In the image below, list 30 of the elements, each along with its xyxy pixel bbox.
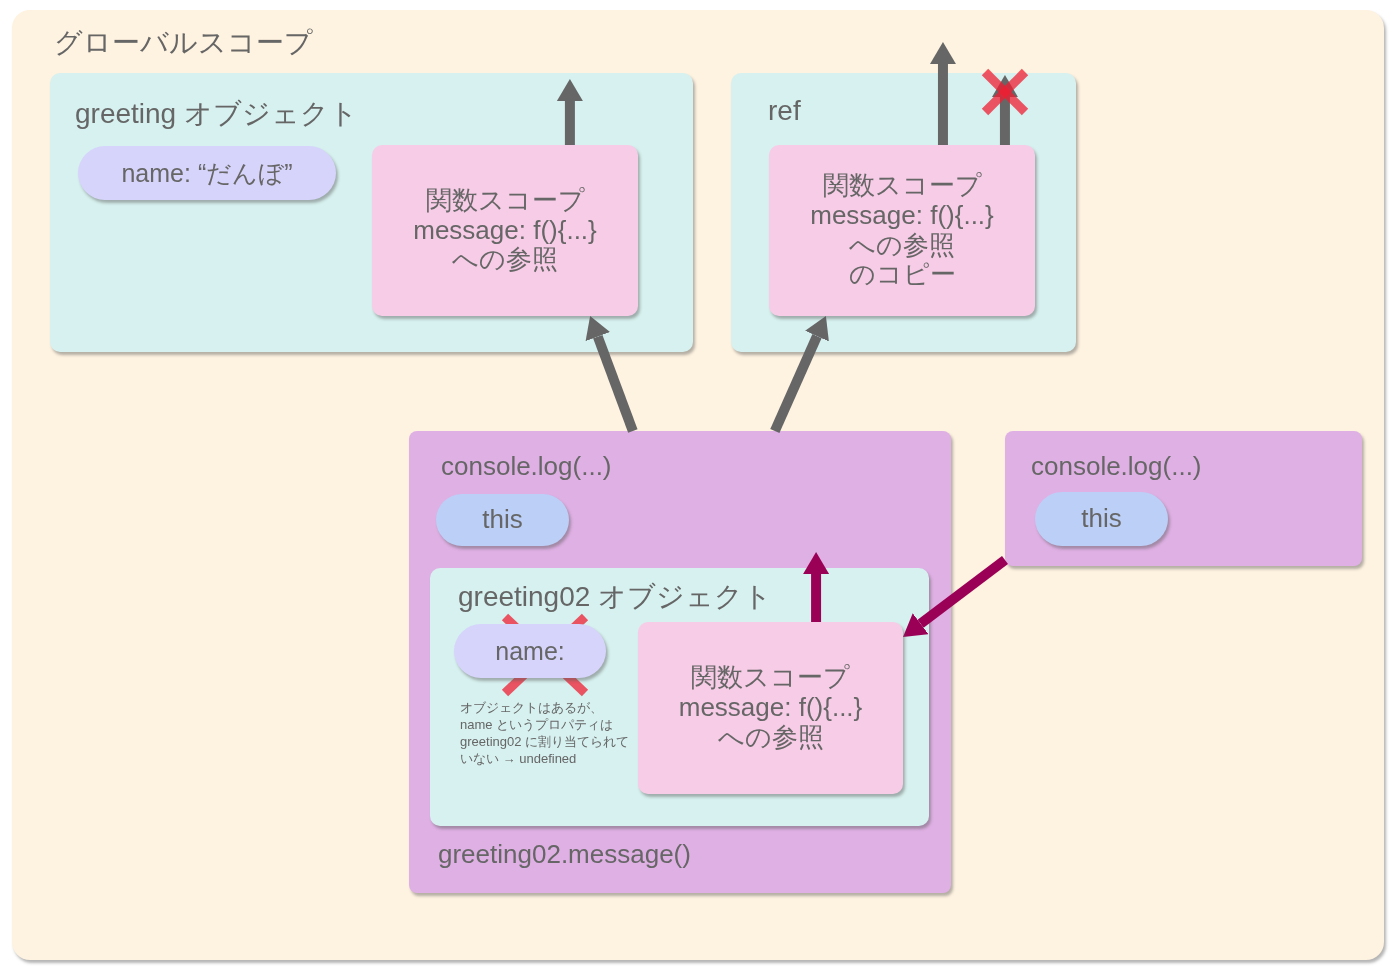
panel-title: console.log(...) — [1031, 451, 1202, 482]
arrow — [903, 556, 1008, 637]
function-scope-box: 関数スコープ message: f(){...} への参照 — [372, 145, 638, 316]
arrow — [556, 79, 583, 145]
arrow — [770, 316, 829, 434]
this-pill: this — [436, 494, 569, 546]
property-pill: name: “だんぼ” — [78, 146, 336, 200]
panel-title: console.log(...) — [441, 451, 612, 482]
global-scope-panel — [12, 10, 1384, 960]
function-scope-box — [769, 145, 1035, 316]
property-pill: name: — [454, 624, 606, 678]
arrow — [803, 552, 830, 622]
function-scope-box: 関数スコープ message: f(){...} への参照 — [638, 622, 903, 794]
call-frame-panel — [409, 431, 951, 893]
arrow — [929, 42, 956, 145]
this-pill: this — [1035, 492, 1168, 546]
box-text: のコピー — [848, 260, 956, 291]
panel-title: グローバルスコープ — [54, 26, 313, 60]
arrow — [585, 316, 638, 433]
arrow — [991, 75, 1018, 145]
variable-panel — [731, 73, 1076, 352]
object-panel — [430, 568, 929, 826]
box-text: 関数スコープ message: f(){...} への参照 — [809, 170, 995, 261]
object-panel — [50, 73, 693, 352]
note-text: オブジェクトはあるが、name というプロパティは greeting02 に割り当てられていない → undefined — [460, 700, 631, 768]
call-frame-panel — [1005, 431, 1362, 566]
panel-title: greeting オブジェクト — [75, 97, 358, 131]
panel-title: greeting02 オブジェクト — [458, 580, 773, 614]
panel-caption: greeting02.message() — [438, 839, 691, 870]
panel-title: ref — [768, 95, 801, 127]
